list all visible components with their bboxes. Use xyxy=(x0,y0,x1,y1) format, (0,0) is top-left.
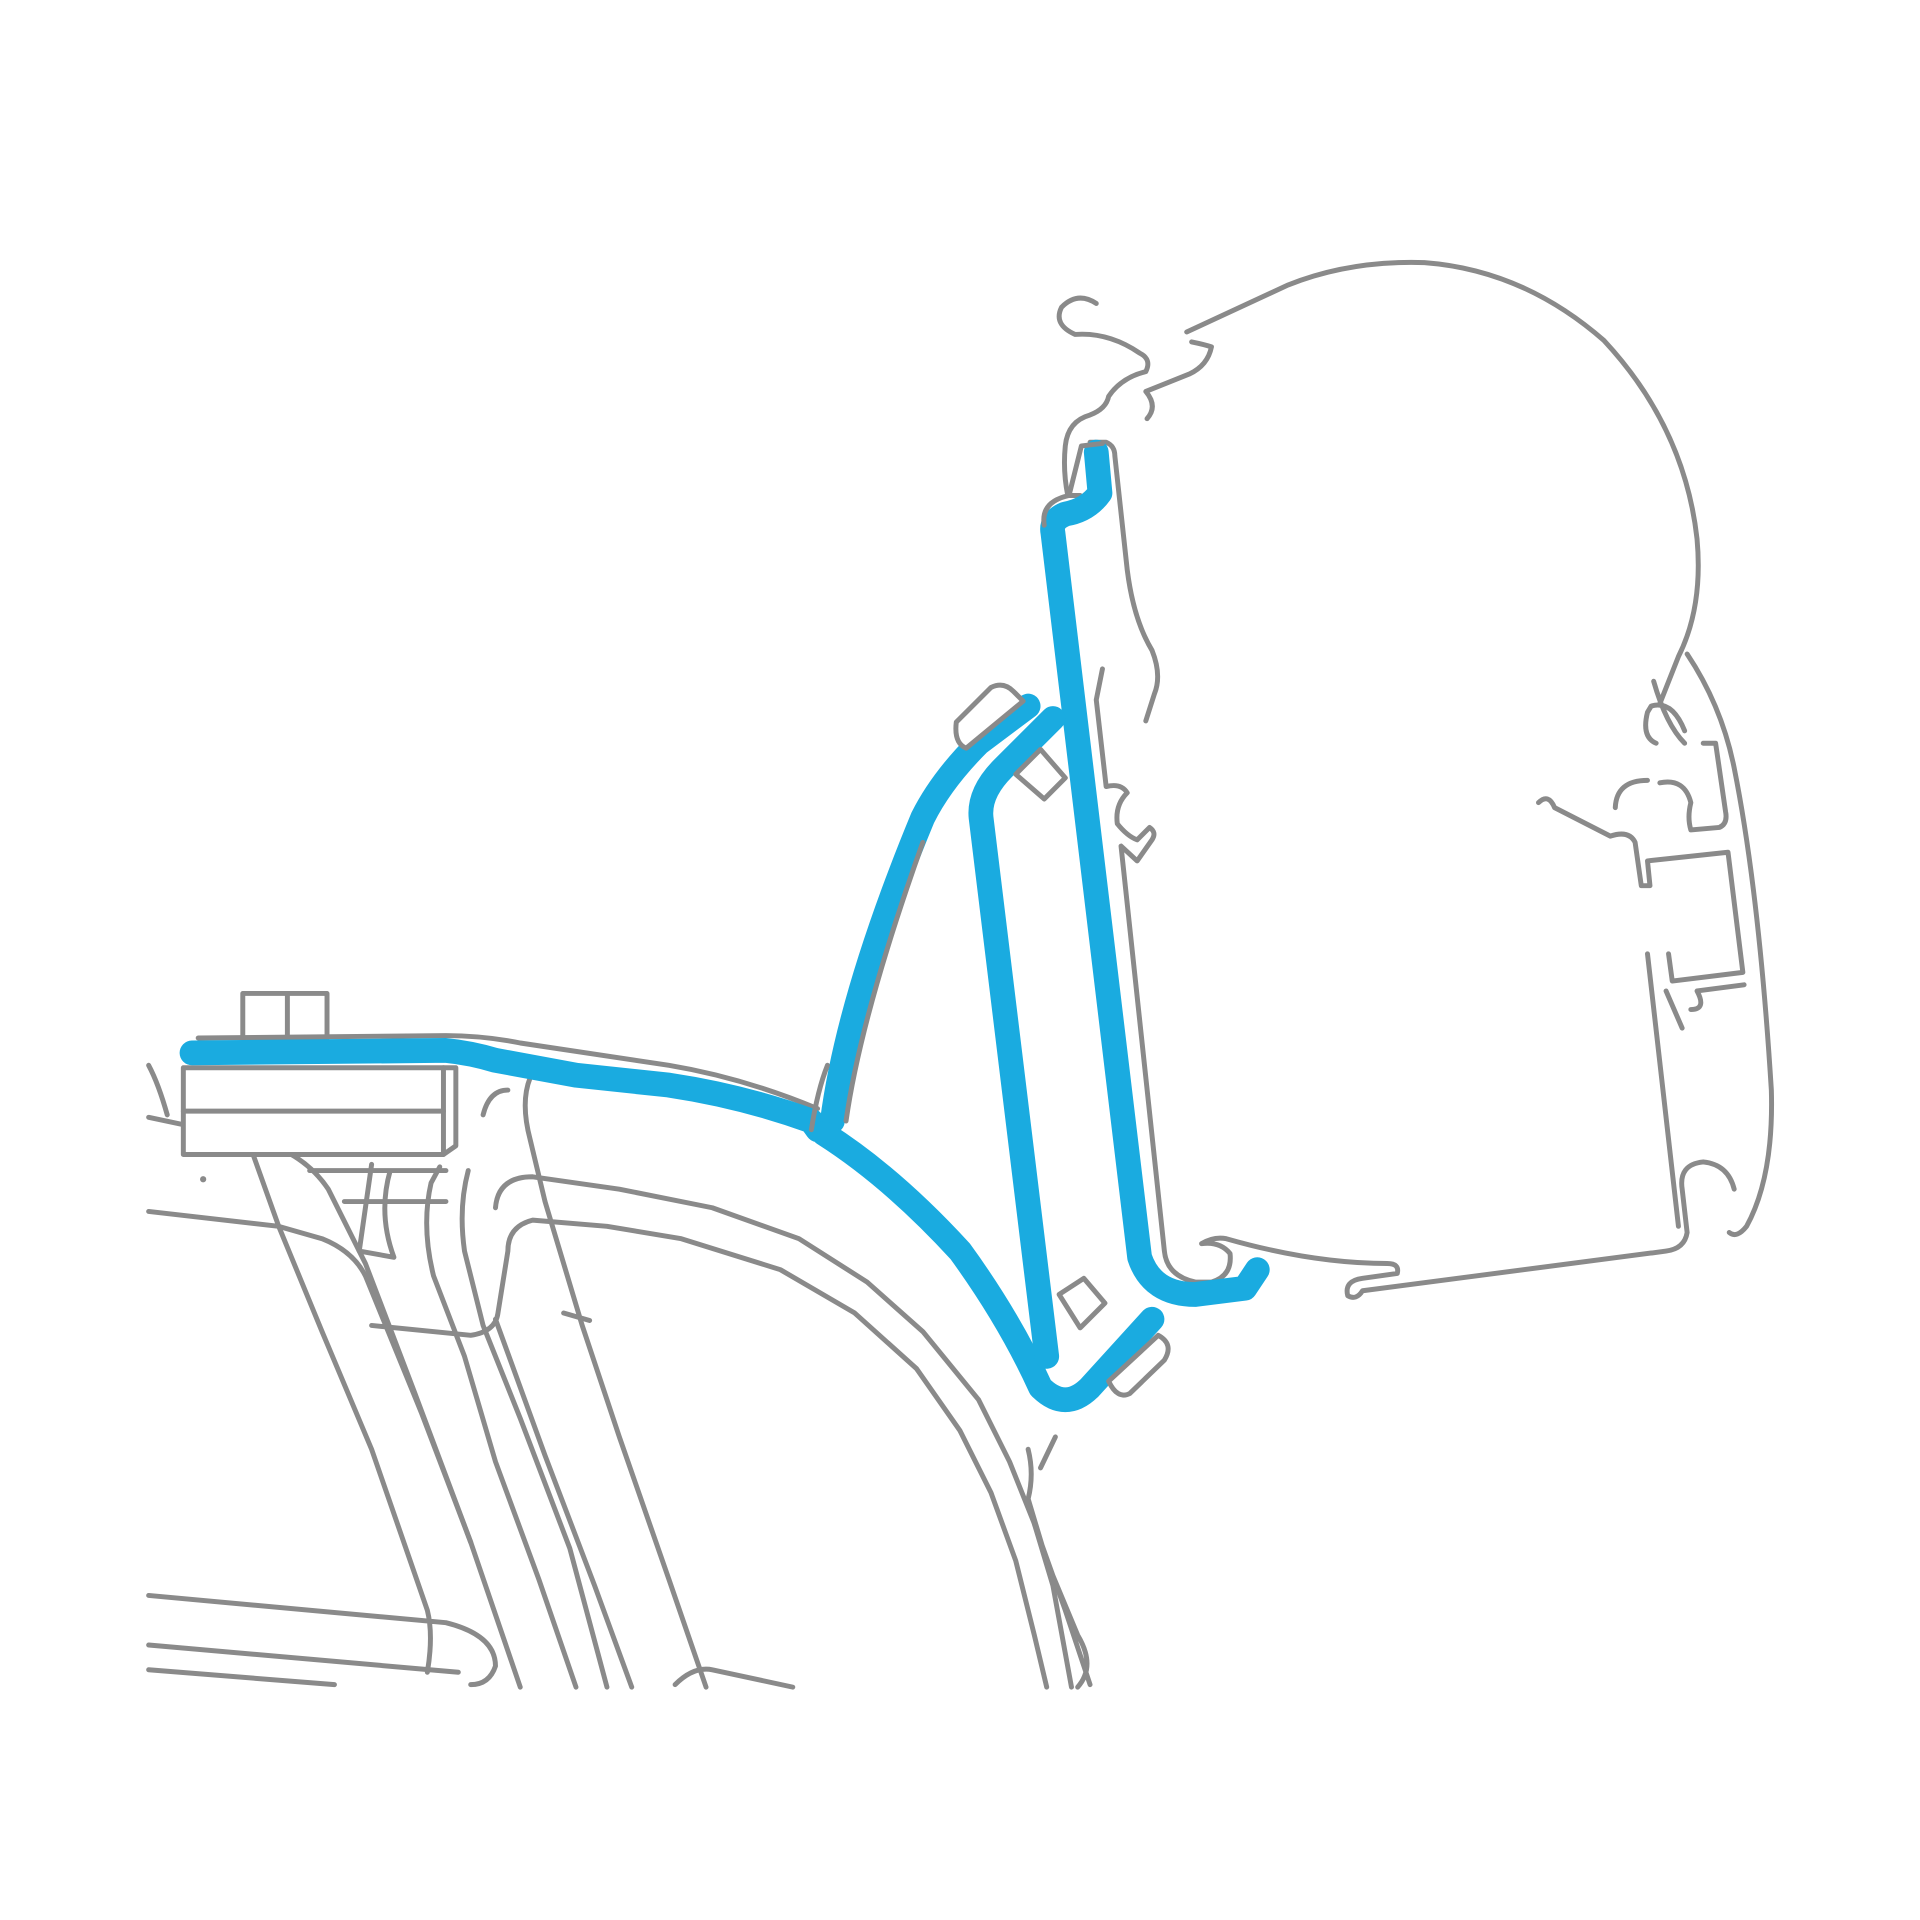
rail-profile-line xyxy=(180,1065,459,1157)
frame-line xyxy=(493,1174,1074,1690)
nut-bottom xyxy=(1056,1275,1108,1331)
roof-rail xyxy=(180,990,821,1157)
awning-cassette xyxy=(1056,259,1775,1300)
fasteners xyxy=(953,682,1171,1398)
clamp-bottom xyxy=(1106,1332,1171,1398)
frame-line xyxy=(561,1310,1093,1690)
cassette-lower xyxy=(1093,666,1737,1300)
rail-top xyxy=(195,1033,821,1112)
cassette-channel xyxy=(1536,740,1747,1229)
adapter-bracket xyxy=(179,439,1270,1413)
clamp-top xyxy=(953,682,1026,751)
cassette-outline xyxy=(1184,259,1775,1238)
frame-line xyxy=(424,1075,796,1690)
cassette-hook xyxy=(1612,702,1688,811)
bracket-outline xyxy=(808,440,1105,1133)
nut-top xyxy=(1013,746,1068,802)
bracket-curve xyxy=(811,1121,1165,1413)
vehicle-frame xyxy=(146,1062,1093,1690)
bracket-inner-arm xyxy=(968,706,1066,1369)
rivet xyxy=(200,1176,207,1183)
cassette-inner xyxy=(1056,295,1214,724)
frame-line xyxy=(146,1062,511,1260)
bracket-top-arm xyxy=(179,1038,830,1143)
bracket-brace xyxy=(820,693,1041,1134)
bracket-long-arm xyxy=(1040,439,1270,1307)
frame-line xyxy=(146,1208,1050,1690)
frame-line xyxy=(146,1137,498,1688)
